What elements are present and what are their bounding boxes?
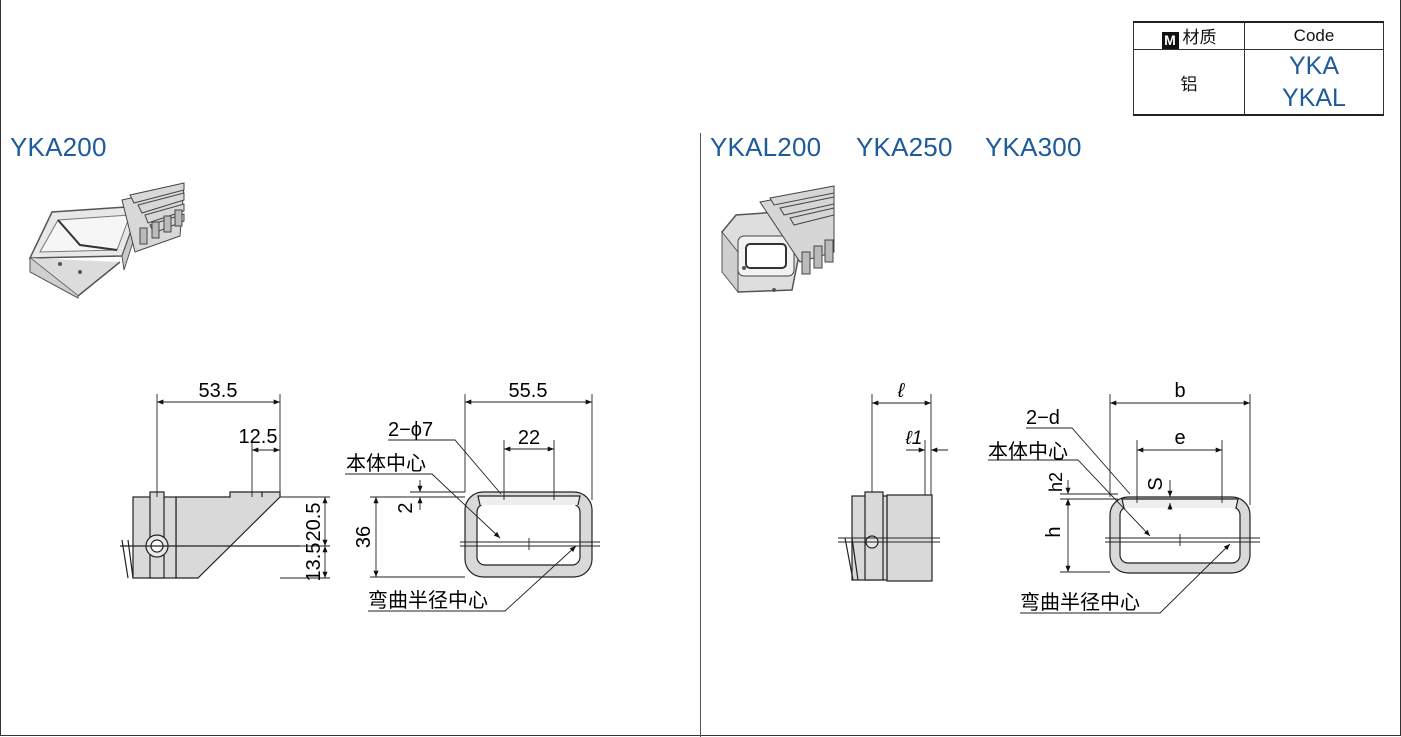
title-yka300: YKA300 — [985, 132, 1082, 162]
code-values: YKA YKAL — [1244, 49, 1384, 116]
dim-outer-width: 55.5 — [509, 380, 548, 402]
ykal-front-view — [988, 394, 1260, 614]
label-bend-center-right: 弯曲半径中心 — [1020, 591, 1140, 614]
dim-gap: 2 — [395, 502, 417, 513]
title-yka200: YKA200 — [10, 132, 107, 162]
yka200-side-view — [120, 394, 330, 579]
dim-b: b — [1174, 380, 1185, 402]
center-divider — [700, 133, 701, 737]
yka200-front-view — [345, 394, 600, 612]
material-badge-icon: M — [1161, 32, 1179, 49]
dim-width-total: 53.5 — [199, 380, 238, 402]
dim-l: ℓ — [897, 380, 906, 402]
code-ykal: YKAL — [1282, 84, 1346, 112]
dim-h: h — [1043, 526, 1065, 537]
title-ykal200: YKAL200 — [710, 132, 822, 162]
material-value: 铝 — [1133, 49, 1245, 116]
dim-hole-d: 2−d — [1026, 407, 1060, 429]
dim-lower: 13.5 — [303, 543, 325, 582]
dim-h2: h2 — [1046, 472, 1066, 492]
label-bend-center-left: 弯曲半径中心 — [368, 589, 488, 612]
ykal-product-illustration — [721, 185, 835, 294]
title-yka250: YKA250 — [856, 132, 953, 162]
code-yka: YKA — [1288, 52, 1340, 80]
label-body-center-left: 本体中心 — [346, 452, 426, 475]
dim-upper: 20.5 — [303, 503, 325, 542]
dim-e: e — [1174, 427, 1185, 449]
dim-s: S — [1145, 477, 1167, 490]
yka200-product-illustration — [28, 182, 185, 299]
dim-height: 36 — [353, 526, 375, 548]
ykal-side-view — [838, 394, 948, 582]
dim-hole-pitch: 22 — [518, 427, 540, 449]
label-body-center-right: 本体中心 — [988, 440, 1068, 463]
dim-offset: 12.5 — [239, 426, 278, 448]
dim-hole: 2−ϕ7 — [388, 419, 433, 441]
dim-l1: ℓ1 — [905, 428, 923, 449]
